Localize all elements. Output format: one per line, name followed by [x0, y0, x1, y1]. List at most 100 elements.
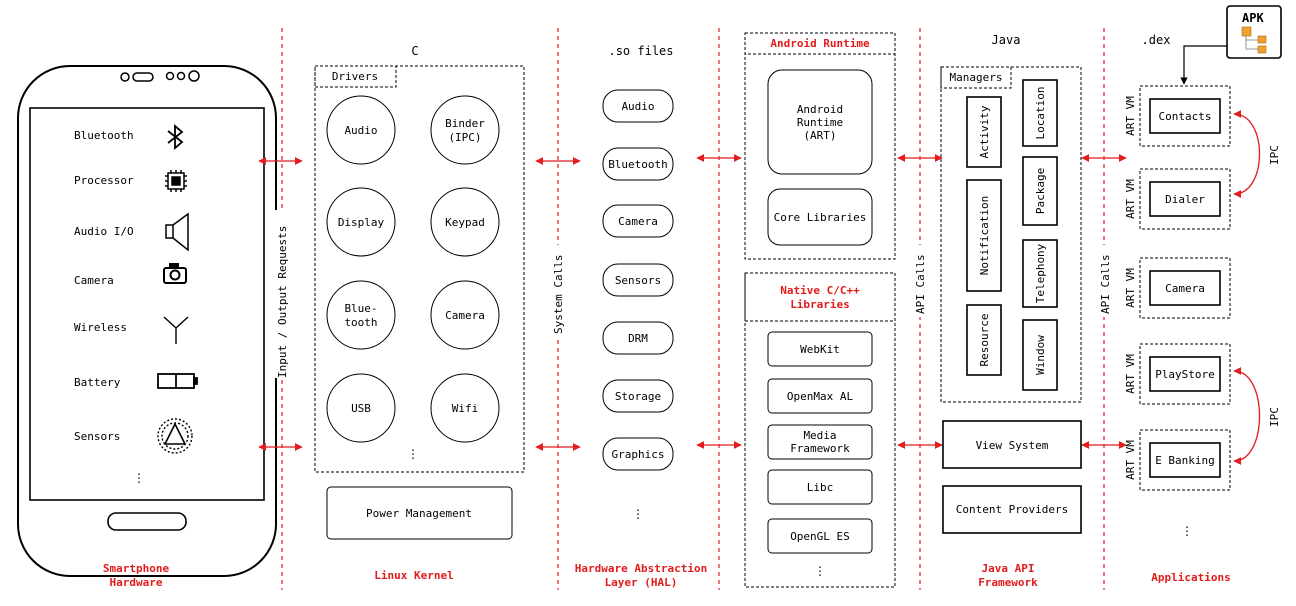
ipc-label-top: IPC [1268, 145, 1281, 165]
drivers-title: Drivers [332, 70, 378, 83]
native-ellipsis: ⋮ [814, 564, 826, 578]
hardware-ellipsis: ⋮ [133, 471, 145, 485]
native-lib-box[interactable] [767, 424, 873, 460]
hal-node[interactable] [602, 147, 674, 181]
hal-node[interactable] [602, 263, 674, 297]
sensor-icon [157, 418, 193, 454]
driver-node[interactable] [430, 280, 500, 350]
hardware-label-audio: Audio I/O [74, 225, 134, 238]
hal-label: Audio [621, 100, 654, 113]
driver-label: USB [351, 402, 371, 415]
native-lib-label: Framework [790, 442, 850, 455]
art-vm-label: ART VM [1124, 440, 1137, 480]
native-lib-label: Media [803, 429, 836, 442]
layer-arrows [258, 154, 1127, 451]
driver-node[interactable] [430, 95, 500, 165]
manager-label: Location [1034, 87, 1047, 140]
apps-footer: Applications [1151, 571, 1230, 584]
manager-box[interactable] [966, 179, 1002, 292]
driver-node[interactable] [326, 280, 396, 350]
native-title-box [744, 272, 896, 322]
native-lib-box[interactable] [767, 378, 873, 414]
hal-node[interactable] [602, 204, 674, 238]
hal-layer: .so files AudioBluetoothCameraSensorsDRM… [575, 44, 707, 589]
driver-label: Audio [344, 124, 377, 137]
native-lib-box[interactable] [767, 518, 873, 554]
phone-sensor-dot [165, 71, 175, 81]
driver-label: Binder [445, 117, 485, 130]
driver-node[interactable] [326, 95, 396, 165]
driver-node[interactable] [430, 373, 500, 443]
hal-label: DRM [628, 332, 648, 345]
manager-box[interactable] [1022, 239, 1058, 308]
art-vm-label: ART VM [1124, 179, 1137, 219]
app-box[interactable] [1149, 98, 1221, 134]
manager-box[interactable] [1022, 79, 1058, 147]
driver-node[interactable] [326, 373, 396, 443]
native-lib-box[interactable] [767, 469, 873, 505]
manager-box[interactable] [1022, 156, 1058, 226]
art-vm-container [1139, 168, 1231, 230]
hardware-label-wireless: Wireless [74, 321, 127, 334]
driver-label: Wifi [452, 402, 479, 415]
driver-label: Blue- [344, 302, 377, 315]
phone-sensor-dot [176, 71, 186, 81]
core-libraries-box[interactable] [767, 188, 873, 246]
driver-node[interactable] [430, 187, 500, 257]
app-box[interactable] [1149, 270, 1221, 306]
app-box[interactable] [1149, 442, 1221, 478]
hal-node[interactable] [602, 321, 674, 355]
native-lib-label: OpenGL ES [790, 530, 850, 543]
phone-speaker-dot [120, 72, 130, 82]
driver-label: Display [338, 216, 385, 229]
hardware-label-sensors: Sensors [74, 430, 120, 443]
manager-box[interactable] [966, 304, 1002, 376]
power-management-box[interactable] [326, 486, 513, 540]
driver-label: tooth [344, 316, 377, 329]
ipc-arrow-top [1233, 110, 1260, 198]
art-vm-container [1139, 429, 1231, 491]
native-lib-box[interactable] [767, 331, 873, 367]
app-box[interactable] [1149, 356, 1221, 392]
art-box[interactable] [767, 69, 873, 175]
app-box[interactable] [1149, 181, 1221, 217]
content-providers-box[interactable] [942, 485, 1082, 534]
framework-footer-2: Framework [978, 576, 1038, 589]
divider-label-api-2: API Calls [1099, 254, 1112, 314]
divider-label-bg [910, 245, 932, 317]
divider-label-bg [1094, 245, 1116, 317]
view-system-box[interactable] [942, 420, 1082, 469]
art-vm-container [1139, 257, 1231, 319]
app-label: PlayStore [1155, 368, 1215, 381]
kernel-footer: Linux Kernel [374, 569, 453, 582]
phone-camera-dot [188, 70, 200, 82]
native-lib-label: Libc [807, 481, 834, 494]
driver-node[interactable] [326, 187, 396, 257]
app-label: E Banking [1155, 454, 1215, 467]
apk-icon[interactable]: APK [1226, 5, 1282, 59]
phone-home-button[interactable] [107, 512, 187, 531]
bluetooth-icon [167, 124, 184, 150]
art-vm-label: ART VM [1124, 268, 1137, 308]
native-lib-label: OpenMax AL [787, 390, 854, 403]
core-libraries-label: Core Libraries [774, 211, 867, 224]
processor-icon [165, 170, 187, 192]
hal-node[interactable] [602, 89, 674, 123]
driver-label: (IPC) [448, 131, 481, 144]
hal-ellipsis: ⋮ [632, 507, 644, 521]
hal-node[interactable] [602, 379, 674, 413]
manager-label: Notification [978, 196, 991, 275]
manager-box[interactable] [1022, 319, 1058, 391]
manager-box[interactable] [966, 96, 1002, 168]
hal-footer-2: Layer (HAL) [605, 576, 678, 589]
hardware-label-bluetooth: Bluetooth [74, 129, 134, 142]
hardware-label-battery: Battery [74, 376, 121, 389]
hal-node[interactable] [602, 437, 674, 471]
battery-icon [157, 373, 198, 389]
drivers-ellipsis: ⋮ [407, 447, 419, 461]
power-management-label: Power Management [366, 507, 472, 520]
